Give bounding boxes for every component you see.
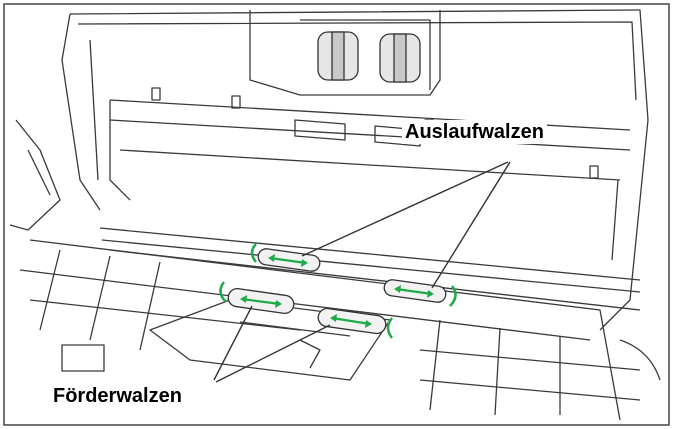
pick-roller-left (318, 32, 358, 80)
feed-rollers-label: Förderwalzen (50, 384, 185, 408)
pick-roller-right (380, 34, 420, 82)
exit-rollers-label: Auslaufwalzen (402, 120, 547, 144)
